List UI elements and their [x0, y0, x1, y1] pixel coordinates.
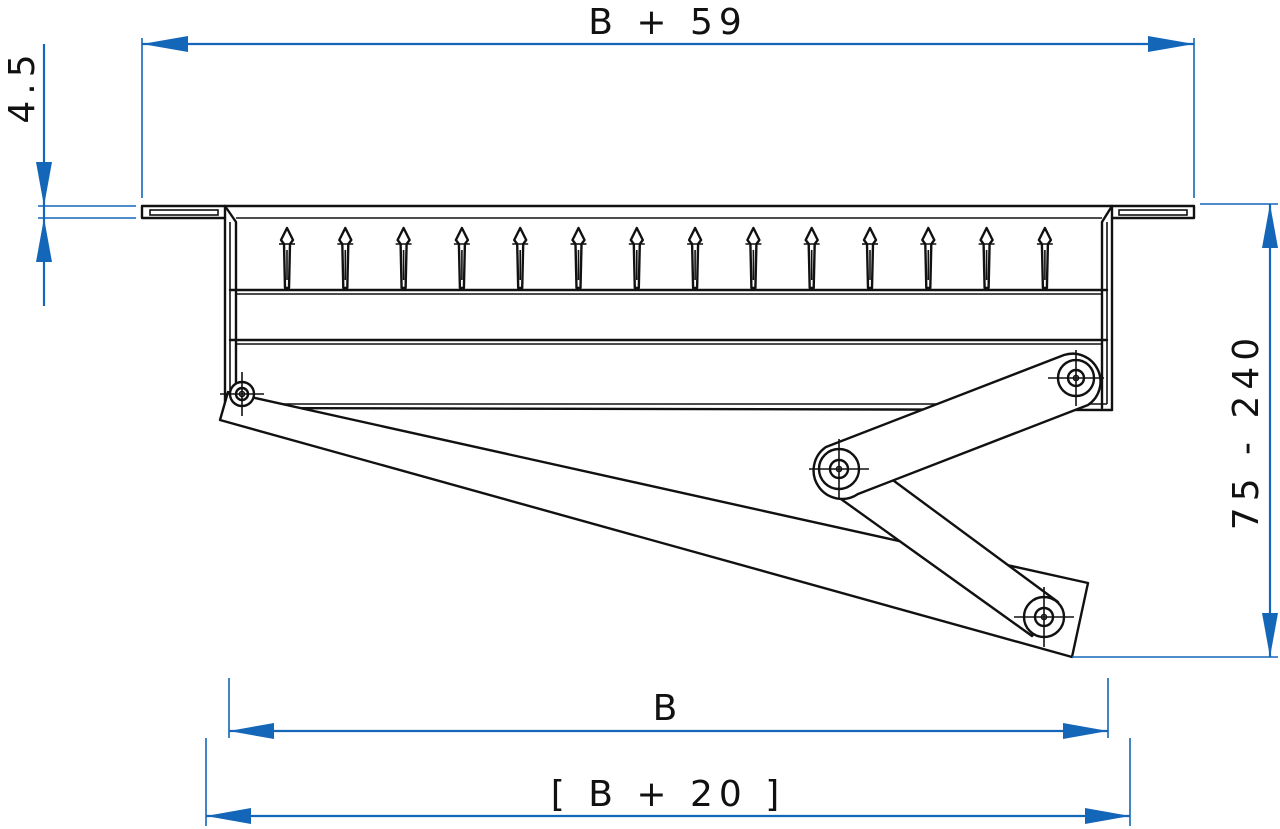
- right-flange: [1110, 204, 1196, 220]
- spike-anchor: [279, 226, 295, 290]
- pivot-middle: [809, 439, 869, 499]
- pivot-top-right: [1048, 350, 1104, 406]
- spike-anchor: [687, 226, 704, 290]
- right-flange-slot: [1118, 209, 1188, 216]
- top-width-label: B + 59: [588, 2, 748, 43]
- spike-anchor: [1036, 226, 1053, 290]
- spike-anchor: [920, 226, 937, 290]
- spike-anchor: [803, 226, 820, 290]
- spike-anchor: [337, 226, 354, 290]
- spike-row: [279, 226, 1053, 290]
- housing-frame: [140, 204, 1196, 412]
- pivot-bottom: [1014, 587, 1074, 647]
- spike-anchor: [628, 226, 645, 290]
- pivot-joints: [220, 350, 1104, 647]
- left-flange: [140, 204, 227, 220]
- upper-link-arm: [812, 352, 1102, 501]
- spike-anchor: [745, 226, 762, 290]
- inner-width-label: B: [653, 688, 684, 729]
- height-range-label: 75 - 240: [1226, 332, 1267, 530]
- spike-anchor: [512, 226, 529, 290]
- spike-anchor: [395, 226, 412, 290]
- spike-anchor: [862, 226, 878, 290]
- pivot-left: [220, 372, 264, 416]
- left-flange-slot: [149, 209, 219, 216]
- spike-anchor: [570, 226, 587, 290]
- outer-width-label: [ B + 20 ]: [551, 774, 786, 815]
- spike-anchor: [453, 226, 470, 290]
- flange-thickness-label: 4.5: [2, 48, 43, 123]
- spike-anchor: [978, 226, 995, 290]
